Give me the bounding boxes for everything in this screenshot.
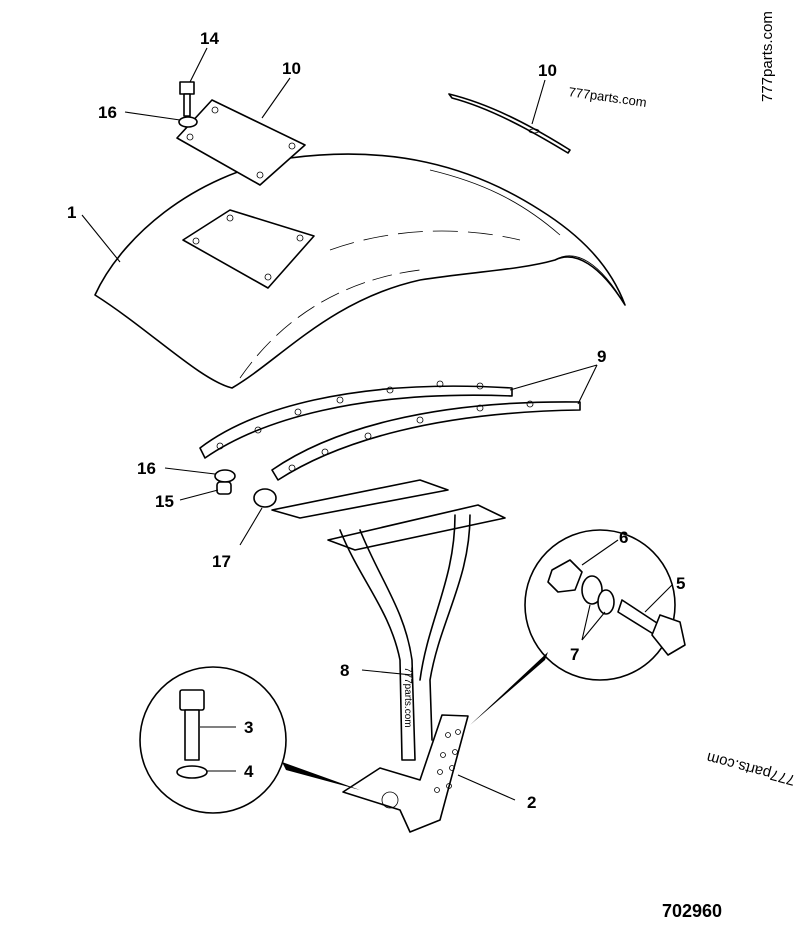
bracket-8	[271, 479, 506, 761]
callout-1: 1	[67, 203, 76, 222]
callout-8: 8	[340, 661, 349, 680]
callout-16: 16	[98, 103, 117, 122]
callout-9: 9	[597, 347, 606, 366]
detail-circle-right	[470, 529, 686, 725]
watermark-top: 777parts.com	[568, 84, 648, 110]
drawing-number: 702960	[662, 901, 722, 921]
callout-16-lower: 16	[137, 459, 156, 478]
callout-7: 7	[570, 645, 579, 664]
callout-3: 3	[244, 718, 253, 737]
watermark-bracket: 777parts.com	[402, 667, 413, 728]
strips-9	[199, 380, 581, 481]
mudguard	[94, 153, 626, 389]
callout-14: 14	[200, 29, 219, 48]
callout-15: 15	[155, 492, 174, 511]
plate-10	[176, 99, 306, 186]
callout-6: 6	[619, 528, 628, 547]
bracket-2	[342, 714, 469, 833]
detail-circle-left	[139, 666, 360, 814]
callout-2: 2	[527, 793, 536, 812]
watermark-right-vertical: 777parts.com	[759, 11, 776, 102]
callout-10-strip: 10	[538, 61, 557, 80]
callout-10: 10	[282, 59, 301, 78]
callout-4: 4	[244, 762, 254, 781]
watermark-lower-right: 777parts.com	[705, 749, 797, 789]
callout-17: 17	[212, 552, 231, 571]
callout-5: 5	[676, 574, 685, 593]
leader-lines	[81, 47, 673, 801]
strip-10	[448, 93, 571, 154]
bolt-14	[178, 81, 198, 128]
